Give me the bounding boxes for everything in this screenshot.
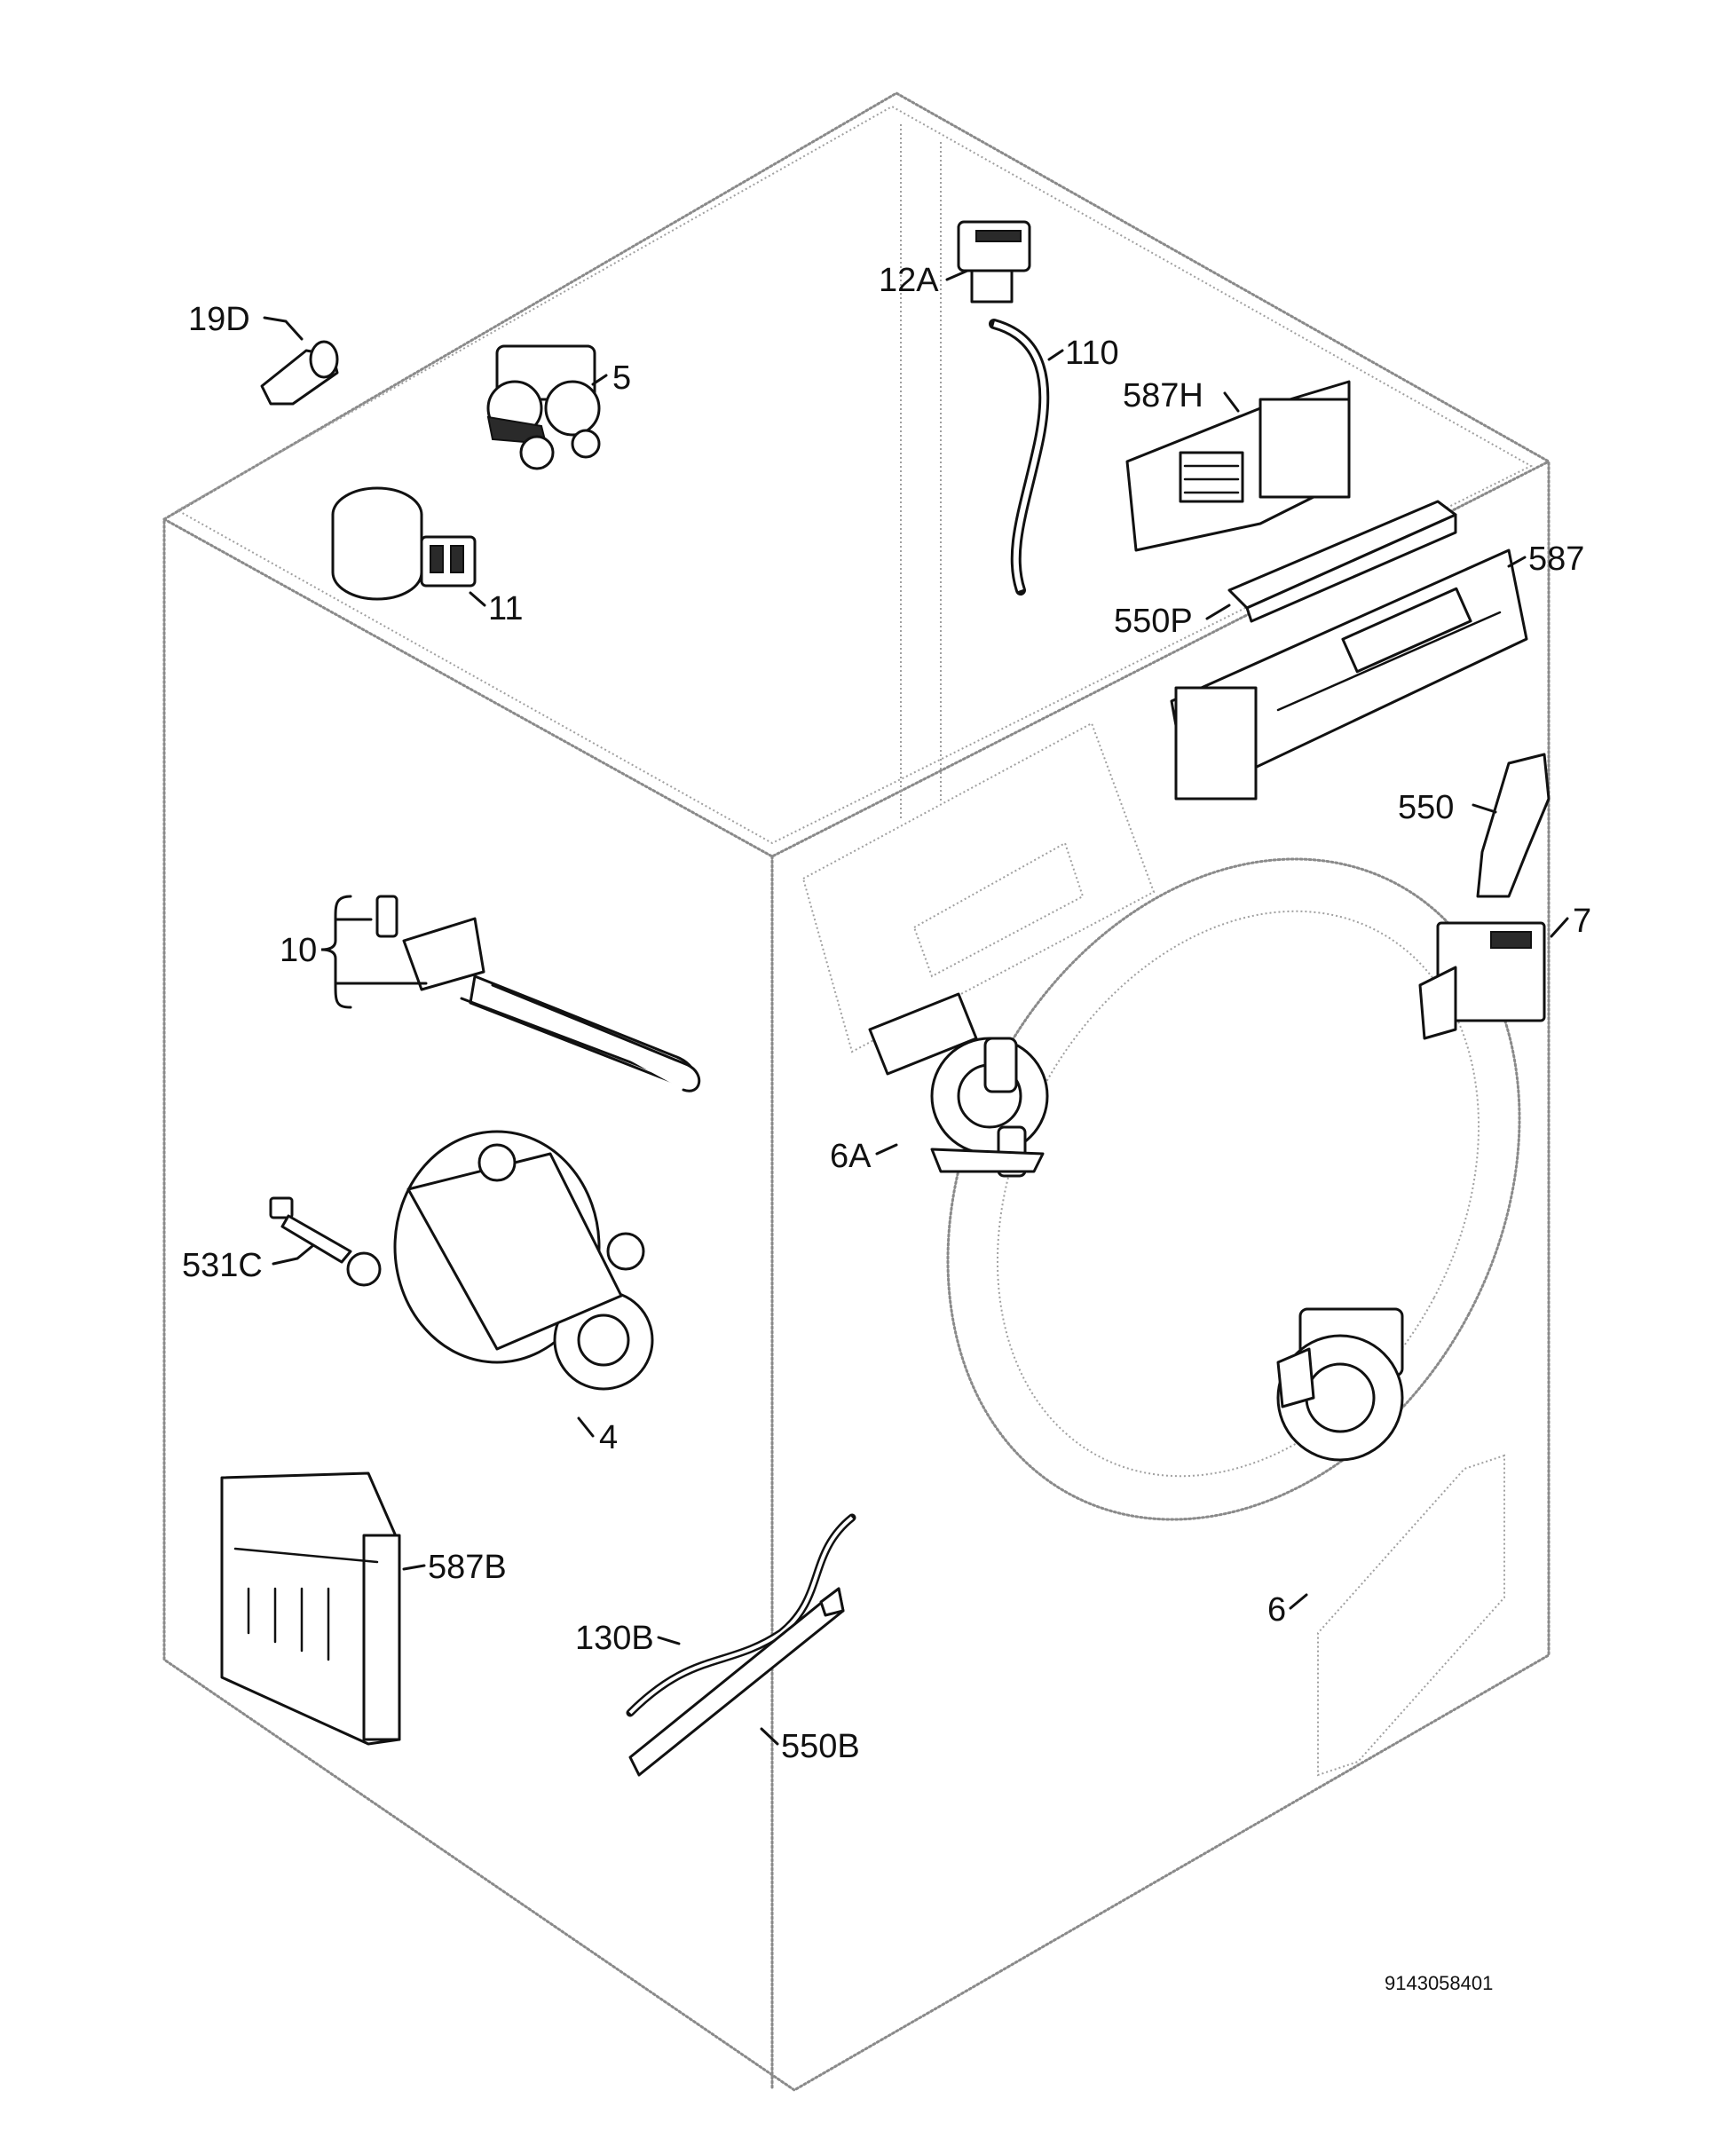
part-labels: 12A 110 19D 5 587H 11 587 550P 550 7 10 … [182,262,1591,1994]
cabinet-outline [162,91,1551,2092]
label-12A: 12A [879,262,939,299]
motor-screw-icon [269,1196,352,1264]
door-lock-icon [1418,921,1546,1040]
control-module-icon [1125,380,1351,552]
label-6: 6 [1267,1591,1286,1629]
drawing-number: 9143058401 [1385,1972,1493,1994]
heating-element-icon [375,895,701,1093]
pressure-hose-icon [989,319,1050,596]
label-130B: 130B [575,1620,654,1657]
seal-support-bracket-icon [628,1587,845,1777]
label-550B: 550B [781,1728,860,1765]
door-seal-strip-icon [626,1513,856,1717]
power-module-icon [220,1471,401,1746]
label-4: 4 [599,1419,618,1456]
circulation-pump-icon [868,992,1049,1178]
label-10: 10 [280,932,317,969]
door-handle-icon [1476,753,1551,898]
light-guide-bar-icon [1227,500,1457,623]
user-interface-board-icon [1170,548,1528,801]
label-531C: 531C [182,1247,263,1284]
motor-icon [346,1130,654,1391]
pressure-switch-icon [957,220,1031,304]
label-19D: 19D [188,301,250,338]
leader-lines [263,269,1569,1746]
label-550: 550 [1398,789,1454,826]
inlet-valve-icon [486,344,601,470]
knob-clip-icon [260,340,339,406]
label-587H: 587H [1123,377,1203,414]
label-110: 110 [1065,335,1119,372]
label-5: 5 [612,359,631,397]
label-6A: 6A [830,1138,872,1175]
label-11: 11 [488,590,523,627]
label-587: 587 [1528,540,1584,578]
suppressor-capacitor-icon [331,486,477,601]
drain-pump-icon [1276,1307,1404,1462]
label-587B: 587B [428,1549,507,1586]
label-7: 7 [1573,903,1591,940]
label-550P: 550P [1114,603,1193,640]
